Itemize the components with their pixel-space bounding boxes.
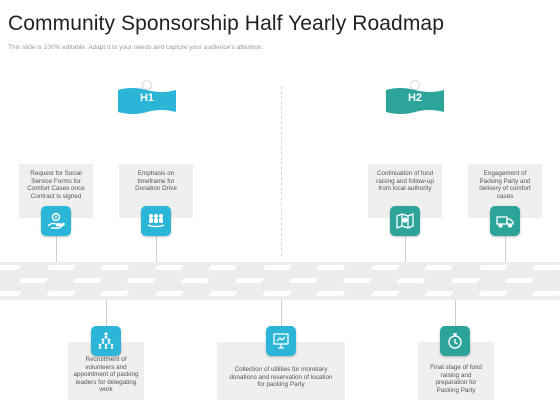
clock-icon [440, 326, 470, 356]
road-dash [154, 291, 184, 296]
top-card-1-text: Request for Social Service Forms for Com… [27, 170, 85, 200]
road-dash [288, 278, 318, 283]
hand-coin-icon [41, 206, 71, 236]
road-dash [478, 291, 508, 296]
page-title: Community Sponsorship Half Yearly Roadma… [8, 12, 444, 35]
road-dash [0, 265, 22, 270]
page-subtitle: This slide is 100% editable. Adapt it to… [8, 44, 264, 51]
top-card-3-text: Continuation of fund raising and follow-… [376, 170, 434, 193]
road-dash [234, 278, 264, 283]
road-dash [262, 265, 292, 270]
people-pyramid-icon [91, 326, 121, 356]
road-dash [0, 291, 22, 296]
half-divider [281, 86, 282, 256]
road-dash [504, 278, 534, 283]
presentation-board-icon [266, 326, 296, 356]
map-pin-icon [390, 206, 420, 236]
road-dash [532, 291, 560, 296]
flag-banner-shape [118, 88, 176, 114]
road-dash [262, 291, 292, 296]
connector-line [505, 236, 506, 262]
phase-label-h1: H1 [139, 92, 155, 104]
connector-line [106, 300, 107, 326]
road-dash [532, 265, 560, 270]
bottom-card-2-text: Collection of utilities for monetary don… [229, 366, 333, 389]
road-dash [424, 265, 454, 270]
road-dash [478, 265, 508, 270]
bottom-card-1: Recruitment of volunteers and appointmen… [68, 342, 144, 400]
phase-flag-h1: H1 [118, 80, 176, 114]
road-dash [316, 265, 346, 270]
bottom-card-1-text: Recruitment of volunteers and appointmen… [73, 356, 139, 394]
road-dash [424, 291, 454, 296]
road-dash [370, 291, 400, 296]
road-dash [72, 278, 102, 283]
road-dash [126, 278, 156, 283]
road-dash [450, 278, 480, 283]
connector-line [56, 236, 57, 262]
delivery-truck-icon [490, 206, 520, 236]
connector-line [281, 300, 282, 326]
road-dash [316, 291, 346, 296]
road-dash [46, 291, 76, 296]
bottom-card-3-text: Final stage of fund raising and preparat… [430, 364, 482, 394]
flag-banner-shape [386, 88, 444, 114]
road-dash [46, 265, 76, 270]
timeline-road [0, 262, 560, 300]
road-dash [342, 278, 372, 283]
road-dash [100, 265, 130, 270]
connector-line [455, 300, 456, 326]
phase-flag-h2: H2 [386, 80, 444, 114]
road-dash [208, 265, 238, 270]
flag-pin-dot [142, 80, 152, 90]
road-dash [180, 278, 210, 283]
road-dash [18, 278, 48, 283]
connector-line [405, 236, 406, 262]
flag-pin-dot [410, 80, 420, 90]
road-dash [370, 265, 400, 270]
top-card-4-text: Engagement of Packing Party and delivery… [479, 170, 531, 200]
hand-people-icon [141, 206, 171, 236]
top-card-2-text: Emphasis on timeframe for Donation Drive [135, 170, 177, 193]
road-dash [100, 291, 130, 296]
road-dash [208, 291, 238, 296]
phase-label-h2: H2 [407, 92, 423, 104]
road-dash [396, 278, 426, 283]
road-dash [154, 265, 184, 270]
connector-line [156, 236, 157, 262]
